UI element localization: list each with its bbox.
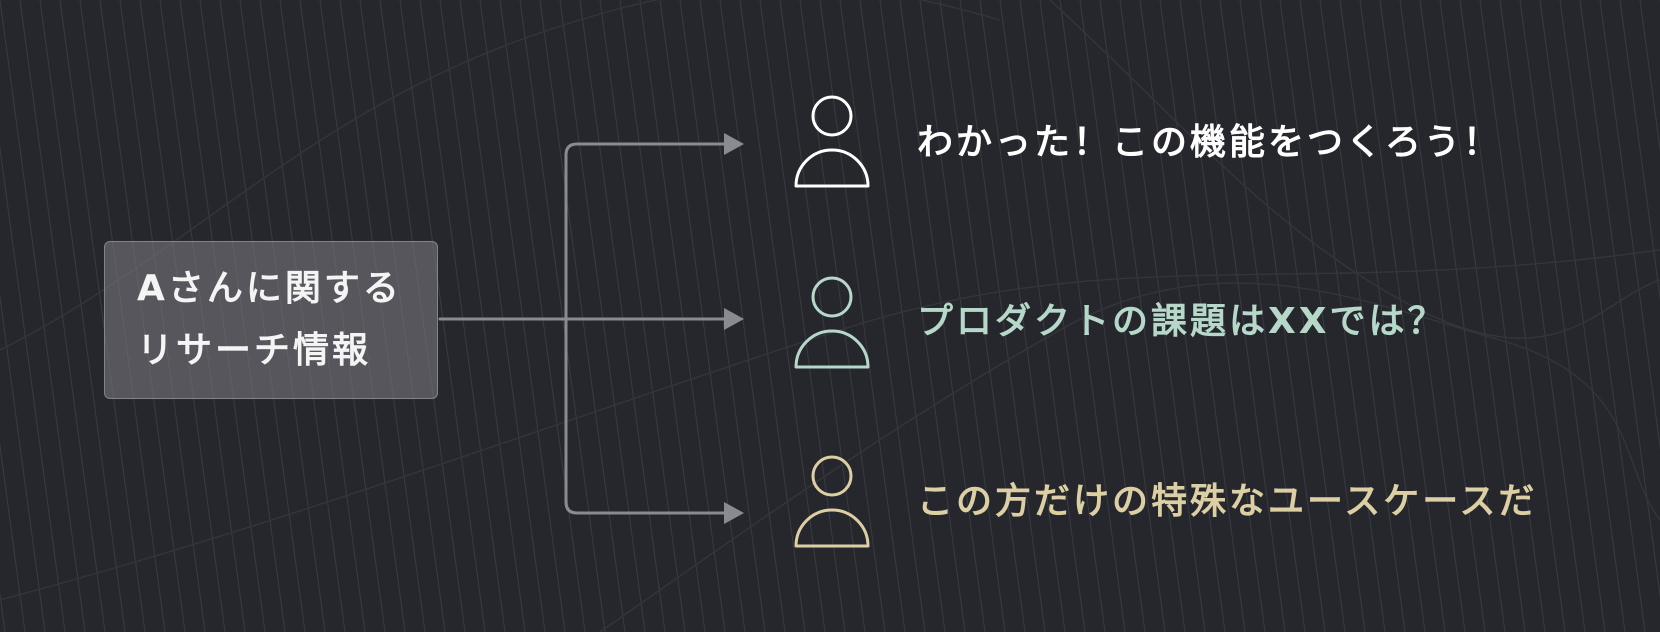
background-line (739, 0, 826, 632)
arrowhead-top (724, 133, 744, 155)
background-line (799, 0, 886, 632)
background-line (1219, 0, 1306, 632)
background-line (1259, 0, 1346, 632)
person-icon (794, 276, 870, 369)
background-line (819, 0, 906, 632)
background-line (1039, 0, 1126, 632)
background-line (1199, 0, 1286, 632)
source-label-line2: リサーチ情報 (137, 330, 372, 371)
person-head (811, 95, 853, 137)
background-line (59, 0, 146, 632)
background-line (1439, 0, 1526, 632)
opinion-text: この方だけの特殊なユースケースだ (917, 481, 1538, 522)
background-line (859, 0, 946, 632)
background-line (1159, 0, 1246, 632)
background-line (559, 0, 646, 632)
background-line (1599, 0, 1660, 450)
background-line (599, 0, 686, 632)
background-line (1579, 0, 1660, 599)
source-box: Aさんに関する リサーチ情報 (104, 241, 438, 399)
background-line (779, 0, 866, 632)
background-line (1319, 0, 1406, 632)
background-line (1519, 0, 1606, 632)
background-line (0, 0, 86, 632)
person-icon (794, 95, 870, 188)
background-line (1339, 0, 1426, 632)
connector-branch-top (564, 142, 727, 515)
arrowhead-bottom (724, 502, 744, 524)
background-line (479, 0, 566, 632)
background-line (519, 0, 606, 632)
background-line (899, 0, 986, 632)
background-line (0, 442, 26, 632)
background-line (759, 0, 846, 632)
background-line (959, 0, 1046, 632)
background-line (1079, 0, 1166, 632)
person-body (794, 508, 870, 548)
background-line (499, 0, 586, 632)
background-line (399, 0, 486, 632)
person-head (811, 276, 853, 318)
background-line (1019, 0, 1106, 632)
background-line (1059, 0, 1146, 632)
background-line (1459, 0, 1546, 632)
background-line (419, 0, 506, 632)
source-label-line1: Aさんに関する (137, 268, 402, 309)
background-line (639, 0, 726, 632)
background-line (1359, 0, 1446, 632)
person-body (794, 148, 870, 188)
background-line (579, 0, 666, 632)
background-line (1619, 0, 1660, 302)
background-line (1639, 0, 1660, 153)
background-line (1499, 0, 1586, 632)
background-line (1099, 0, 1186, 632)
background-line (1379, 0, 1466, 632)
background-line (1479, 0, 1566, 632)
background-line (539, 0, 626, 632)
background-line (1119, 0, 1206, 632)
background-line (879, 0, 966, 632)
background-line (619, 0, 706, 632)
arrowhead-middle (724, 308, 744, 330)
opinion-text: プロダクトの課題はXXでは？ (917, 301, 1447, 342)
background-line (999, 0, 1086, 632)
background-line (719, 0, 806, 632)
background-line (1399, 0, 1486, 632)
person-head (811, 455, 853, 497)
person-icon (794, 455, 870, 548)
background-line (939, 0, 1026, 632)
background-line (1139, 0, 1226, 632)
background-line (1419, 0, 1506, 632)
background-line (1539, 0, 1626, 632)
background-line (1239, 0, 1326, 632)
background-line (979, 0, 1066, 632)
person-body (794, 329, 870, 369)
background-line (1299, 0, 1386, 632)
background-line (919, 0, 1006, 632)
background-line (0, 144, 66, 632)
background-line (459, 0, 546, 632)
background-line (39, 0, 126, 632)
background-line (1559, 0, 1646, 632)
background-line (839, 0, 926, 632)
opinion-text: わかった！この機能をつくろう！ (917, 122, 1503, 163)
background-line (699, 0, 786, 632)
background-line (439, 0, 526, 632)
background-line (1179, 0, 1266, 632)
background-line (1279, 0, 1366, 632)
background-line (659, 0, 746, 632)
background-line (0, 293, 46, 632)
